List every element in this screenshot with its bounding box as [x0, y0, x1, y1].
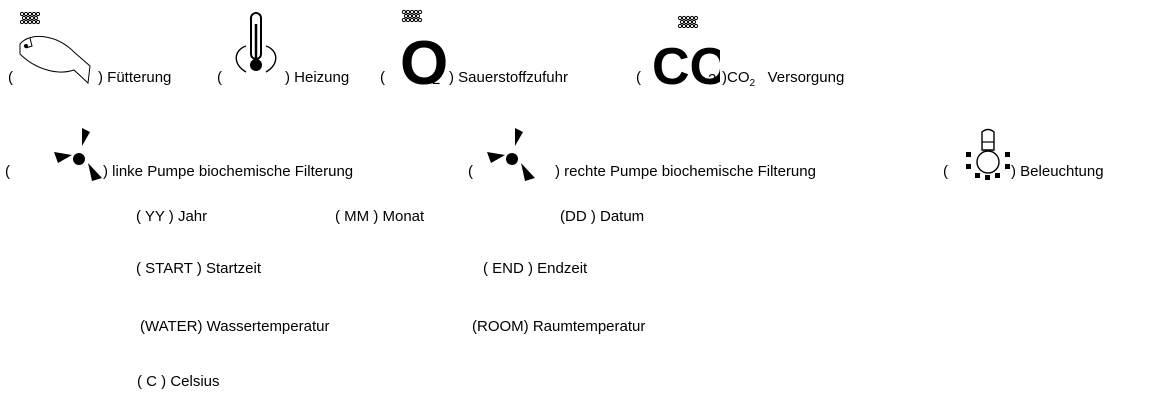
- paren-open-oxygen: (: [380, 69, 385, 86]
- oxygen-subscript: 2: [432, 71, 440, 88]
- paren-open-co2: (: [636, 69, 641, 86]
- light-bulb-icon: [966, 128, 1010, 180]
- oxygen-label: ) Sauerstoffzufuhr: [449, 69, 568, 86]
- thermometer-heating-icon: [235, 12, 277, 73]
- legend-end: ( END ) Endzeit: [483, 260, 588, 277]
- paren-open-feeding: (: [8, 69, 13, 86]
- paren-open-lighting: (: [943, 163, 948, 180]
- co2-letters: CO: [652, 38, 720, 88]
- fish-feeding-icon: [19, 11, 91, 85]
- legend-month: ( MM ) Monat: [335, 208, 425, 225]
- legend-day: (DD ) Datum: [560, 208, 645, 225]
- paren-open-heating: (: [217, 69, 222, 86]
- right-pump-label: ) rechte Pumpe biochemische Filterung: [555, 163, 816, 180]
- legend-year: ( YY ) Jahr: [136, 208, 208, 225]
- paren-open-left-pump: (: [5, 163, 10, 180]
- right-pump-fan-icon: [487, 128, 535, 181]
- legend-water: (WATER) Wassertemperatur: [140, 318, 330, 335]
- co2-label: )CO2 Versorgung: [722, 69, 845, 89]
- legend-celsius: ( C ) Celsius: [137, 373, 220, 390]
- feeding-label: ) Fütterung: [98, 69, 172, 86]
- left-pump-label: ) linke Pumpe biochemische Filterung: [103, 163, 354, 180]
- legend-room: (ROOM) Raumtemperatur: [472, 318, 646, 335]
- left-pump-fan-icon: [54, 128, 102, 181]
- lighting-label: ) Beleuchtung: [1011, 163, 1104, 180]
- co2-icon-subscript: 2: [708, 71, 716, 88]
- legend-start: ( START ) Startzeit: [136, 260, 262, 277]
- heating-label: ) Heizung: [285, 69, 350, 86]
- oxygen-supply-icon: O 2: [400, 9, 448, 88]
- paren-open-right-pump: (: [468, 163, 473, 180]
- co2-supply-icon: CO 2: [652, 15, 720, 88]
- oxygen-letter: O: [400, 29, 448, 88]
